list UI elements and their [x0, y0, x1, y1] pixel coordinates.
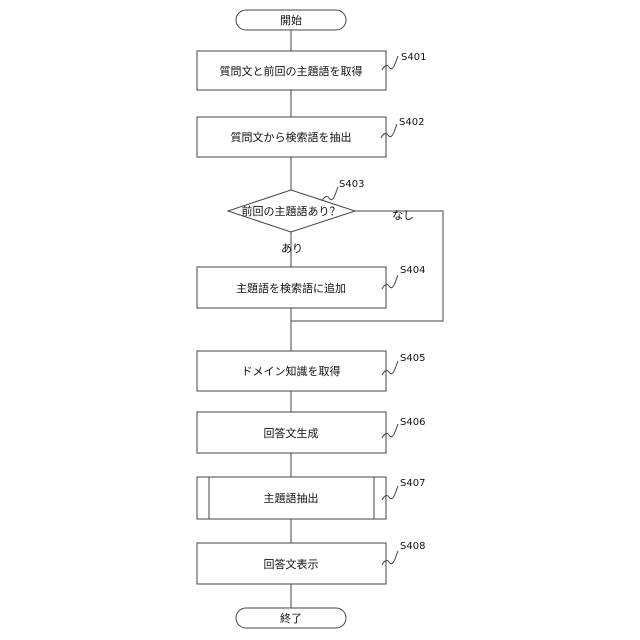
- step-text: ドメイン知識を取得: [242, 364, 341, 378]
- step-text: 質問文と前回の主題語を取得: [220, 64, 363, 78]
- yes-branch-label: あり: [281, 242, 303, 255]
- step-s402: 質問文から検索語を抽出 S402: [197, 117, 424, 157]
- decision-s403: 前回の主題語あり？ S403 あり なし: [228, 179, 414, 255]
- step-id: S403: [339, 179, 364, 190]
- end-label: 終了: [280, 611, 302, 625]
- step-s406: 回答文生成 S406: [197, 412, 425, 453]
- decision-text: 前回の主題語あり？: [242, 204, 341, 218]
- step-id: S404: [400, 265, 425, 276]
- step-id: S408: [400, 541, 425, 552]
- step-s407: 主題語抽出 S407: [197, 477, 425, 519]
- leader-squiggle: [322, 187, 338, 201]
- step-id: S406: [400, 417, 425, 428]
- step-s401: 質問文と前回の主題語を取得 S401: [197, 51, 426, 90]
- step-text: 回答文生成: [264, 426, 319, 440]
- step-s405: ドメイン知識を取得 S405: [197, 351, 425, 391]
- end-terminal: 終了: [236, 608, 346, 628]
- step-id: S401: [401, 52, 426, 63]
- step-id: S407: [400, 478, 425, 489]
- step-text: 回答文表示: [264, 557, 319, 571]
- start-label: 開始: [280, 13, 302, 27]
- no-branch-label: なし: [392, 209, 414, 222]
- step-text: 質問文から検索語を抽出: [231, 130, 352, 144]
- step-id: S402: [399, 117, 424, 128]
- step-text: 主題語を検索語に追加: [236, 281, 346, 295]
- step-s408: 回答文表示 S408: [197, 541, 425, 584]
- start-terminal: 開始: [236, 10, 346, 30]
- step-s404: 主題語を検索語に追加 S404: [197, 265, 425, 308]
- step-text: 主題語抽出: [264, 491, 319, 505]
- step-id: S405: [400, 353, 425, 364]
